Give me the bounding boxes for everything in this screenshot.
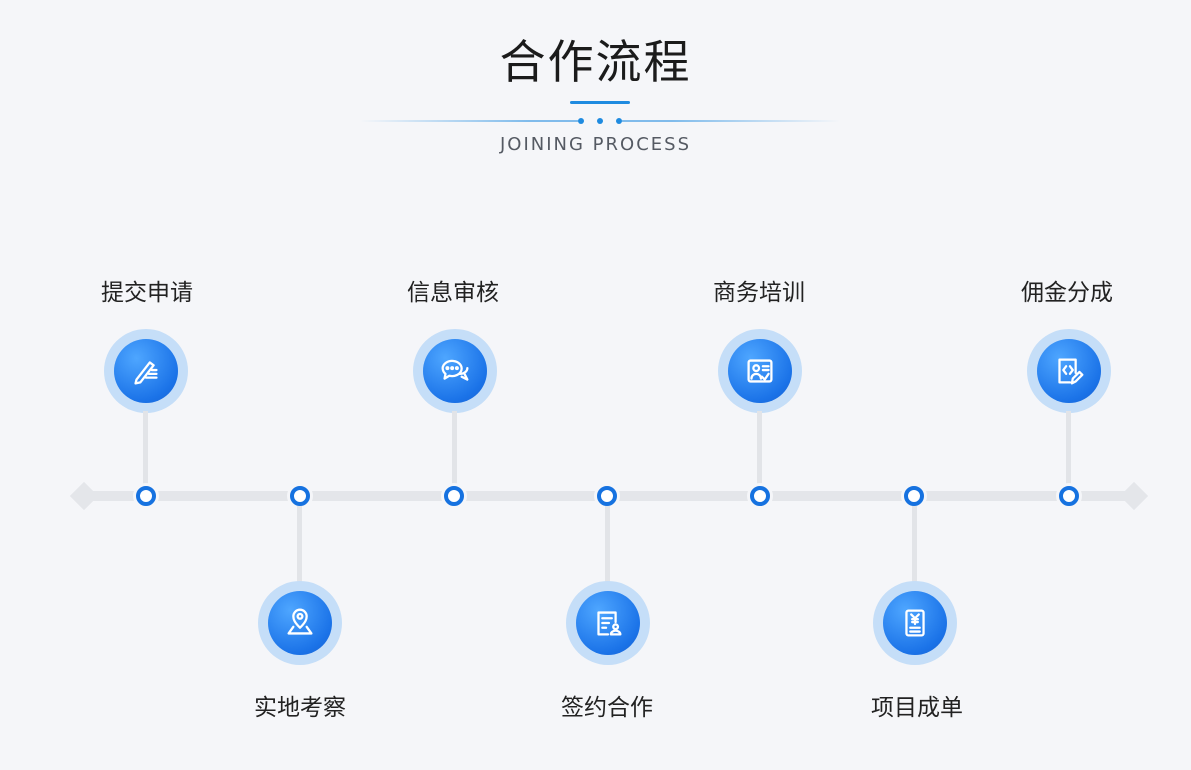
step-4-icon: [576, 591, 640, 655]
step-3-node: [444, 486, 464, 506]
step-2-node: [290, 486, 310, 506]
contract-sign-icon: [597, 611, 622, 636]
step-1-label: 提交申请: [101, 280, 193, 306]
step-2-label: 实地考察: [254, 695, 346, 721]
step-6-icon-badge: [873, 581, 957, 665]
step-1-icon-badge: [104, 329, 188, 413]
step-6-icon: [883, 591, 947, 655]
step-1-node: [136, 486, 156, 506]
chat-bubbles-icon: [441, 359, 469, 381]
section-subtitle: JOINING PROCESS: [499, 134, 691, 155]
step-5-icon-badge: [718, 329, 802, 413]
timeline-start-diamond: [69, 481, 99, 511]
edit-form-icon: [134, 361, 158, 385]
step-7-icon: [1037, 339, 1101, 403]
step-3-icon: [423, 339, 487, 403]
step-7-connector: [1066, 411, 1071, 493]
step-2-icon: [268, 591, 332, 655]
step-3-connector: [452, 411, 457, 493]
step-6-label: 项目成单: [871, 695, 963, 721]
invoice-yen-icon: [905, 609, 925, 637]
step-1-connector: [143, 411, 148, 493]
step-7-icon-badge: [1027, 329, 1111, 413]
step-2-connector: [297, 506, 302, 584]
step-4-node: [597, 486, 617, 506]
map-location-icon: [287, 608, 313, 635]
step-5-node: [750, 486, 770, 506]
step-7-node: [1059, 486, 1079, 506]
training-board-icon: [747, 359, 773, 383]
step-4-connector: [605, 506, 610, 584]
section-title: 合作流程: [499, 35, 692, 89]
step-4-icon-badge: [566, 581, 650, 665]
step-3-label: 信息审核: [407, 280, 499, 306]
step-4-label: 签约合作: [561, 695, 653, 721]
step-5-icon: [728, 339, 792, 403]
code-document-icon: [1058, 358, 1084, 385]
step-6-connector: [912, 506, 917, 584]
step-5-label: 商务培训: [713, 280, 805, 306]
step-6-node: [904, 486, 924, 506]
timeline-end-diamond: [1119, 481, 1149, 511]
step-3-icon-badge: [413, 329, 497, 413]
step-1-icon: [114, 339, 178, 403]
title-divider-dots: [578, 116, 622, 126]
step-7-label: 佣金分成: [1021, 280, 1113, 306]
title-underline: [570, 101, 630, 104]
step-5-connector: [757, 411, 762, 493]
step-2-icon-badge: [258, 581, 342, 665]
